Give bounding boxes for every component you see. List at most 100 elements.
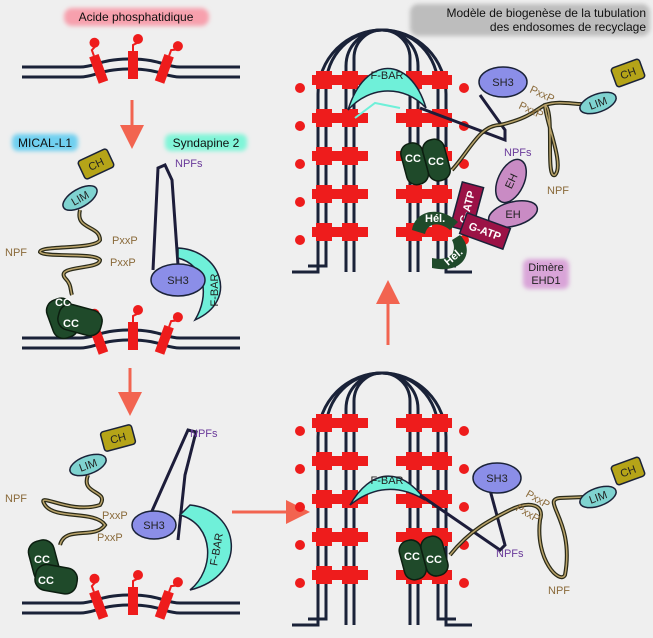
npf-label: NPF <box>5 247 27 259</box>
lipid-head <box>133 305 143 315</box>
lipid <box>154 41 183 84</box>
cc-label: CC <box>405 153 421 165</box>
cc-label: CC <box>404 551 420 563</box>
complex-panel4: F-BAR SH3 LIM CH PxxP PxxP NPFs NPF CC C… <box>349 456 646 597</box>
lipid-body <box>432 223 448 241</box>
cc-label: CC <box>426 554 442 566</box>
lim-domain <box>62 184 98 212</box>
lipid-stalk <box>168 584 176 593</box>
lipid <box>128 34 143 79</box>
lipid <box>128 305 143 350</box>
lipid <box>89 37 109 84</box>
ch-domain <box>77 148 115 180</box>
lipid-body <box>89 590 109 620</box>
lipid <box>154 312 183 355</box>
lipid-body <box>406 185 422 203</box>
lipid-body <box>128 51 138 79</box>
lipid-body <box>342 71 358 89</box>
lim-label: LIM <box>588 489 609 507</box>
sh3-label: SH3 <box>492 77 513 89</box>
cc-domain <box>398 535 449 581</box>
syndapin-2-panel2: F-BAR SH3 NPFs <box>150 158 222 322</box>
lim-domain <box>579 485 617 509</box>
lipid-body <box>128 322 138 350</box>
eh-label: EH <box>503 172 520 191</box>
lipid-head <box>295 426 305 436</box>
lipid-body <box>342 147 358 165</box>
npf-label: NPF <box>548 585 570 597</box>
eh-label: EH <box>505 209 520 221</box>
membrane-leaflet <box>352 28 412 272</box>
lipid-body <box>316 566 332 584</box>
svg-text:Syndapine 2: Syndapine 2 <box>173 136 240 150</box>
helical-domain <box>432 235 467 270</box>
complex-panel5: F-BAR SH3 LIM CH PxxP PxxP NPFs NPF CC C… <box>347 58 646 289</box>
lipid-head <box>295 159 305 169</box>
lipid-body <box>316 147 332 165</box>
lipid-head <box>172 41 183 52</box>
lipid-head <box>295 464 305 474</box>
lipid-body <box>342 490 358 508</box>
mical-l1-label: MICAL-L1 <box>12 134 78 151</box>
cc-label: CC <box>428 156 444 168</box>
ehd1-dimer-label: Dimère EHD1 <box>523 259 569 289</box>
sh3-domain <box>131 510 177 540</box>
phosphatidic-acid-label: Acide phosphatidique <box>79 10 194 24</box>
f-bar-label: F-BAR <box>371 70 404 82</box>
lipid-body <box>316 528 332 546</box>
lipid-body <box>128 587 138 615</box>
lim-label: LIM <box>78 457 99 475</box>
lipid-head <box>172 577 183 588</box>
cc-label: CC <box>34 554 50 566</box>
lipid-body <box>89 54 109 84</box>
lipid-body <box>432 414 448 432</box>
cc-domain <box>57 303 103 337</box>
tubule-bottom <box>292 371 472 627</box>
lipid-body <box>316 109 332 127</box>
ch-domain <box>610 58 646 88</box>
ch-label: CH <box>619 464 638 481</box>
helical-domain <box>412 211 458 234</box>
lipid-body <box>342 566 358 584</box>
f-bar-label: F-BAR <box>208 532 226 567</box>
lim-domain <box>579 91 617 115</box>
lipid-body <box>316 185 332 203</box>
svg-text:Dimère: Dimère <box>528 262 563 274</box>
cc-domain <box>34 563 79 595</box>
lipid-body <box>342 185 358 203</box>
lipid-head <box>459 83 469 93</box>
lipid-stalk <box>90 582 96 593</box>
npfs-label: NPFs <box>504 147 532 159</box>
pxxp-label: PxxP <box>528 84 556 106</box>
lipid-body <box>154 590 174 620</box>
npf-label: NPF <box>547 185 569 197</box>
f-bar-label: F-BAR <box>209 273 221 306</box>
lipid-body <box>316 452 332 470</box>
lim-label: LIM <box>588 95 609 113</box>
lipid-body <box>432 71 448 89</box>
sh3-domain <box>472 462 522 494</box>
lipid-stalk <box>132 313 138 322</box>
lipid-stalk <box>168 48 176 57</box>
lipid-head <box>295 540 305 550</box>
lipid-stalk <box>132 42 138 51</box>
lipid-head <box>295 502 305 512</box>
lipid-head <box>89 573 100 584</box>
ch-domain <box>99 424 137 452</box>
model-title-line2: des endosomes de recyclage <box>490 20 646 34</box>
sh3-domain <box>150 263 206 297</box>
lipid-body <box>342 452 358 470</box>
lipid-stalk <box>168 319 176 328</box>
lipid <box>154 577 183 620</box>
cc-label: CC <box>63 318 79 330</box>
phosphatidic-acid-title: Acide phosphatidique <box>64 8 209 26</box>
lipid-head <box>133 34 143 44</box>
npf-label: NPF <box>5 493 27 505</box>
svg-text:MICAL-L1: MICAL-L1 <box>18 136 72 150</box>
lim-domain <box>69 453 107 477</box>
lipid-head <box>295 121 305 131</box>
lipid-body <box>316 71 332 89</box>
lipid-body <box>432 452 448 470</box>
pxxp-label: PxxP <box>97 532 123 544</box>
sh3-domain <box>478 66 528 98</box>
